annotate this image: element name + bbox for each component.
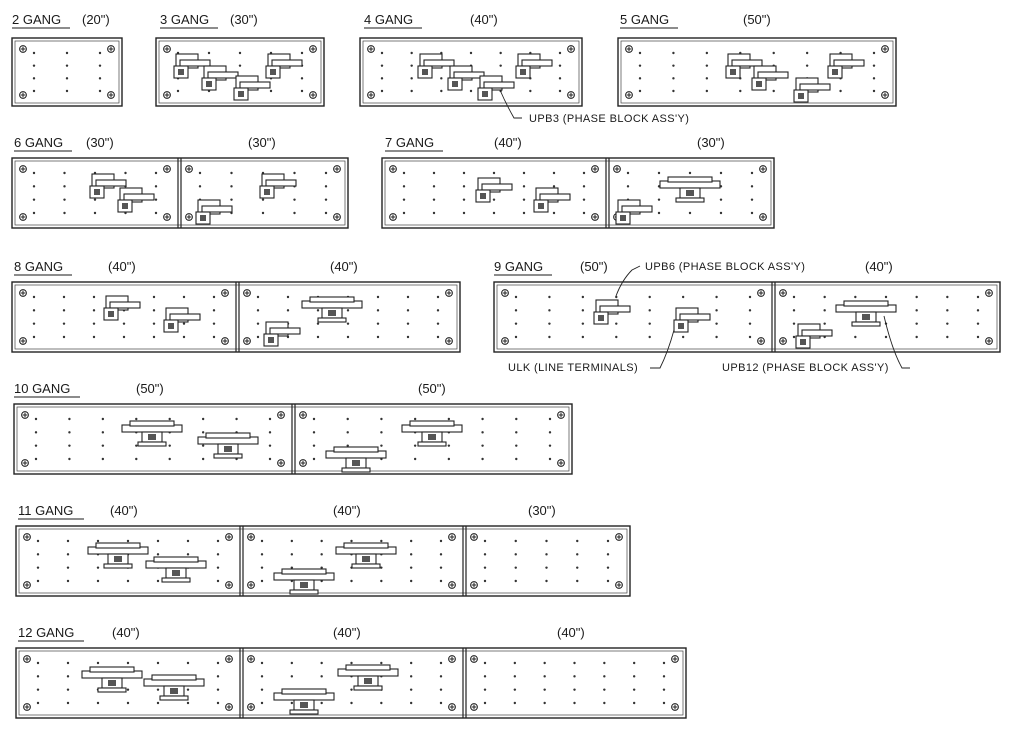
title-10-gang: 10 GANG <box>14 381 70 396</box>
size-7-gang-a: (40") <box>494 135 522 150</box>
phase-block-4-gang-3 <box>477 75 515 101</box>
phase-block-11-gang-1 <box>87 542 149 569</box>
size-8-gang-b: (40") <box>330 259 358 274</box>
phase-block-11-gang-3 <box>273 568 335 595</box>
panel-plate-9-gang <box>493 281 1001 353</box>
phase-block-3-gang-1 <box>173 53 211 79</box>
size-11-gang-c: (30") <box>528 503 556 518</box>
phase-block-4-gang-4 <box>515 53 553 79</box>
title-underlines <box>12 27 678 642</box>
size-12-gang-c: (40") <box>557 625 585 640</box>
callout-leaders <box>499 89 910 369</box>
callout-upb3: UPB3 (PHASE BLOCK ASS'Y) <box>529 113 689 125</box>
panel-plate-4-gang <box>359 37 583 107</box>
phase-block-10-gang-1 <box>121 420 183 447</box>
phase-block-8-gang-2 <box>163 307 201 333</box>
size-11-gang-a: (40") <box>110 503 138 518</box>
phase-block-4-gang-2 <box>447 65 485 91</box>
phase-block-5-gang-3 <box>793 77 831 103</box>
phase-block-12-gang-1 <box>81 666 143 693</box>
title-7-gang: 7 GANG <box>385 135 434 150</box>
title-6-gang: 6 GANG <box>14 135 63 150</box>
panel-plate-12-gang <box>15 647 687 719</box>
size-6-gang-b: (30") <box>248 135 276 150</box>
phase-block-8-gang-3 <box>263 321 301 347</box>
phase-block-12-gang-2 <box>143 674 205 701</box>
phase-block-6-gang-4 <box>259 173 297 199</box>
phase-block-11-gang-2 <box>145 556 207 583</box>
title-9-gang: 9 GANG <box>494 259 543 274</box>
size-4-gang-a: (40") <box>470 12 498 27</box>
title-11-gang: 11 GANG <box>18 503 73 518</box>
callout-upb6: UPB6 (PHASE BLOCK ASS'Y) <box>645 261 805 273</box>
phase-block-10-gang-3 <box>325 446 387 473</box>
phase-block-12-gang-4 <box>337 664 399 691</box>
title-3-gang: 3 GANG <box>160 12 209 27</box>
phase-block-3-gang-4 <box>265 53 303 79</box>
phase-block-4-gang-1 <box>417 53 455 79</box>
callout-ulk: ULK (LINE TERMINALS) <box>508 362 638 374</box>
panel-plate-11-gang <box>15 525 631 597</box>
size-9-gang-a: (50") <box>580 259 608 274</box>
size-2-gang-a: (20") <box>82 12 110 27</box>
phase-block-7-gang-3 <box>615 199 653 225</box>
title-5-gang: 5 GANG <box>620 12 669 27</box>
title-12-gang: 12 GANG <box>18 625 74 640</box>
size-7-gang-b: (30") <box>697 135 725 150</box>
title-2-gang: 2 GANG <box>12 12 61 27</box>
phase-block-12-gang-3 <box>273 688 335 715</box>
size-6-gang-a: (30") <box>86 135 114 150</box>
size-3-gang-a: (30") <box>230 12 258 27</box>
panel-plate-10-gang <box>13 403 573 475</box>
panel-plate-2-gang <box>11 37 123 107</box>
panel-plate-5-gang <box>617 37 897 107</box>
phase-block-5-gang-1 <box>725 53 763 79</box>
size-5-gang-a: (50") <box>743 12 771 27</box>
phase-block-3-gang-3 <box>233 75 271 101</box>
phase-block-6-gang-2 <box>117 187 155 213</box>
phase-block-10-gang-4 <box>401 420 463 447</box>
panel-plates <box>11 37 1001 719</box>
phase-block-11-gang-4 <box>335 542 397 569</box>
phase-block-7-gang-4 <box>659 176 721 203</box>
phase-block-8-gang-1 <box>103 295 141 321</box>
size-12-gang-a: (40") <box>112 625 140 640</box>
phase-block-9-gang-2 <box>673 307 711 333</box>
phase-block-7-gang-1 <box>475 177 513 203</box>
phase-block-6-gang-3 <box>195 199 233 225</box>
panel-plate-8-gang <box>11 281 461 353</box>
title-8-gang: 8 GANG <box>14 259 63 274</box>
size-9-gang-b: (40") <box>865 259 893 274</box>
phase-block-10-gang-2 <box>197 432 259 459</box>
phase-block-9-gang-4 <box>835 300 897 327</box>
phase-block-3-gang-2 <box>201 65 239 91</box>
phase-block-5-gang-4 <box>827 53 865 79</box>
phase-block-8-gang-4 <box>301 296 363 323</box>
size-8-gang-a: (40") <box>108 259 136 274</box>
phase-block-6-gang-1 <box>89 173 127 199</box>
size-10-gang-a: (50") <box>136 381 164 396</box>
panel-plate-6-gang <box>11 157 349 229</box>
phase-block-9-gang-1 <box>593 299 631 325</box>
phase-block-9-gang-3 <box>795 323 833 349</box>
callout-upb12: UPB12 (PHASE BLOCK ASS'Y) <box>722 362 889 374</box>
panel-plate-7-gang <box>381 157 775 229</box>
title-4-gang: 4 GANG <box>364 12 413 27</box>
size-11-gang-b: (40") <box>333 503 361 518</box>
phase-block-7-gang-2 <box>533 187 571 213</box>
phase-block-5-gang-2 <box>751 65 789 91</box>
size-10-gang-b: (50") <box>418 381 446 396</box>
size-12-gang-b: (40") <box>333 625 361 640</box>
panel-plate-3-gang <box>155 37 325 107</box>
